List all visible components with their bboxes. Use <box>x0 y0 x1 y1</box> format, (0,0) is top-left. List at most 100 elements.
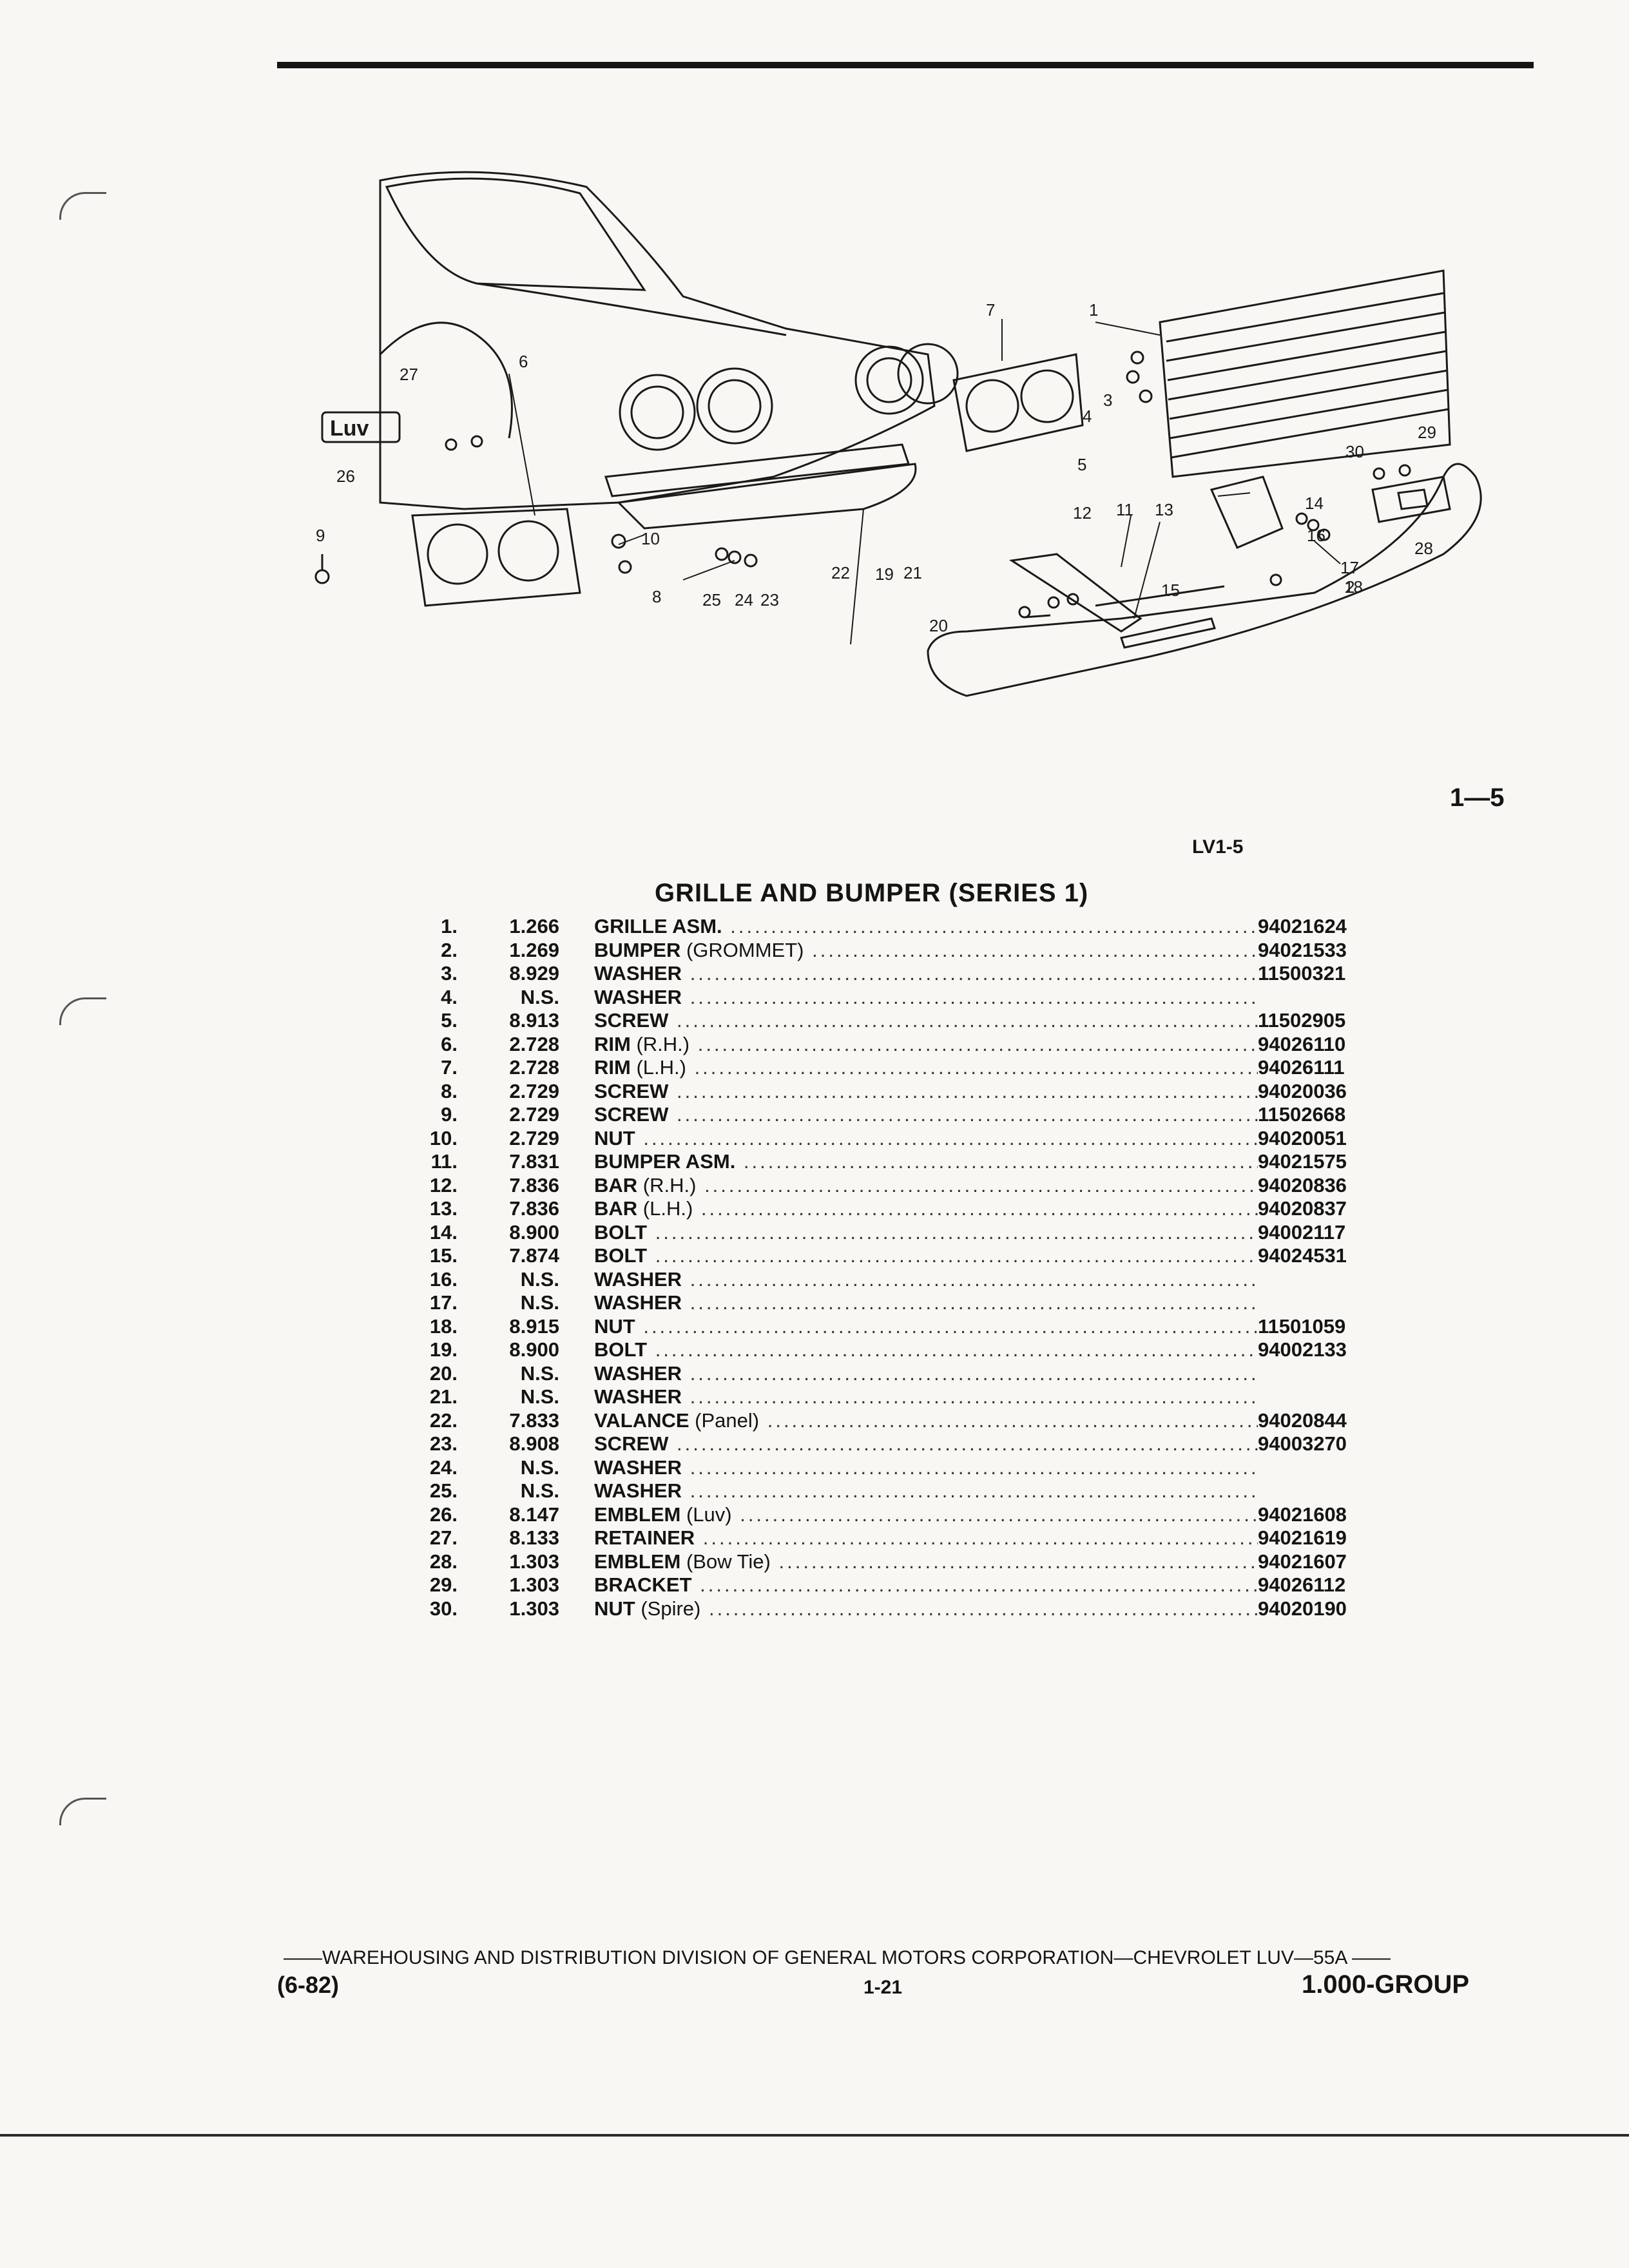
group-number: 7.836 <box>509 1173 559 1196</box>
item-number: 20. <box>429 1361 458 1385</box>
part-number: 94021575 <box>1258 1150 1347 1173</box>
callout-8: 8 <box>652 587 661 606</box>
part-name: NUT <box>594 1314 635 1338</box>
part-description: BUMPER ASM. ............................… <box>594 1150 1258 1173</box>
group-number: N.S. <box>520 1361 559 1385</box>
leader-dots: ........................................… <box>655 1244 1258 1267</box>
parts-row: 20.N.S.WASHER ..........................… <box>406 1362 1385 1386</box>
leader-dots: ........................................… <box>677 1432 1258 1455</box>
part-description: BOLT ...................................… <box>594 1338 1258 1361</box>
part-qualifier: (L.H.) <box>642 1197 693 1220</box>
part-description: SCREW ..................................… <box>594 1432 1258 1456</box>
part-name: GRILLE ASM. <box>594 915 722 937</box>
part-description: RETAINER ...............................… <box>594 1526 1258 1550</box>
part-name: BRACKET <box>594 1573 692 1596</box>
item-number: 27. <box>429 1526 458 1549</box>
part-description: NUT ....................................… <box>594 1127 1258 1150</box>
part-description: SCREW ..................................… <box>594 1080 1258 1103</box>
part-name: BAR <box>594 1197 638 1220</box>
part-description: NUT (Spire) ............................… <box>594 1597 1258 1620</box>
callout-labels: 1 2 3 4 5 6 7 8 9 10 11 12 13 14 15 16 1… <box>316 300 1436 635</box>
part-description: WASHER .................................… <box>594 986 1258 1009</box>
leader-dots: ........................................… <box>677 1103 1258 1126</box>
part-name: RETAINER <box>594 1526 695 1549</box>
callout-9: 9 <box>316 526 325 545</box>
valance-panel <box>616 463 917 530</box>
part-name: WASHER <box>594 1291 682 1314</box>
callout-28: 28 <box>1414 539 1433 558</box>
item-number: 29. <box>429 1573 458 1596</box>
footer-division-line: ——WAREHOUSING AND DISTRIBUTION DIVISION … <box>284 1947 1391 1968</box>
item-number: 15. <box>429 1244 458 1267</box>
item-number: 9. <box>441 1103 458 1126</box>
part-description: SCREW ..................................… <box>594 1103 1258 1126</box>
part-name: NUT <box>594 1597 635 1620</box>
part-description: RIM (L.H.) .............................… <box>594 1056 1258 1079</box>
group-number: 8.908 <box>509 1432 559 1455</box>
leader-dots: ........................................… <box>740 1503 1258 1526</box>
part-qualifier: (Spire) <box>641 1597 701 1620</box>
part-description: WASHER .................................… <box>594 1268 1258 1291</box>
item-number: 14. <box>429 1220 458 1244</box>
page-code: 1—5 <box>1450 783 1505 812</box>
part-description: BOLT ...................................… <box>594 1221 1258 1244</box>
emblem-luv-text: Luv <box>330 416 369 441</box>
part-name: SCREW <box>594 1432 669 1455</box>
part-qualifier: (R.H.) <box>636 1032 690 1055</box>
group-number: N.S. <box>520 1385 559 1408</box>
group-number: 8.147 <box>509 1503 559 1526</box>
callout-7: 7 <box>986 300 995 320</box>
headlamp-rim-lh <box>952 353 1084 452</box>
item-number: 30. <box>429 1597 458 1620</box>
callout-24: 24 <box>735 590 753 610</box>
part-description: EMBLEM (Bow Tie) .......................… <box>594 1550 1258 1573</box>
group-number: 1.266 <box>509 915 559 937</box>
part-description: WASHER .................................… <box>594 1479 1258 1503</box>
part-description: RIM (R.H.) .............................… <box>594 1033 1258 1056</box>
item-number: 25. <box>429 1479 458 1502</box>
part-name: SCREW <box>594 1103 669 1126</box>
part-description: WASHER .................................… <box>594 1456 1258 1479</box>
part-name: SCREW <box>594 1079 669 1102</box>
part-number: 94020190 <box>1258 1597 1347 1620</box>
leader-dots: ........................................… <box>689 1479 1258 1502</box>
callout-23: 23 <box>760 590 779 610</box>
item-number: 17. <box>429 1291 458 1314</box>
group-number: 2.728 <box>509 1056 559 1079</box>
item-number: 19. <box>429 1338 458 1361</box>
footer-date: (6-82) <box>277 1972 340 1998</box>
callout-leaders <box>508 319 1341 645</box>
callout-29: 29 <box>1418 423 1436 442</box>
part-description: NUT ....................................… <box>594 1315 1258 1338</box>
item-number: 23. <box>429 1432 458 1455</box>
item-number: 12. <box>429 1173 458 1196</box>
part-number: 11502668 <box>1258 1103 1346 1126</box>
callout-16: 16 <box>1307 526 1325 545</box>
item-number: 1. <box>441 915 458 937</box>
parts-row: 17.N.S.WASHER ..........................… <box>406 1291 1385 1315</box>
part-name: BOLT <box>594 1220 648 1244</box>
item-number: 10. <box>429 1126 458 1149</box>
margin-binding-mark <box>59 997 106 1025</box>
leader-dots: ........................................… <box>655 1338 1258 1361</box>
part-number: 11501059 <box>1258 1314 1346 1338</box>
group-number: 7.831 <box>509 1150 559 1173</box>
part-name: BOLT <box>594 1244 648 1267</box>
callout-12: 12 <box>1073 503 1092 523</box>
group-number: 8.915 <box>509 1314 559 1338</box>
callout-15: 15 <box>1161 581 1180 600</box>
callout-10: 10 <box>641 529 660 548</box>
group-number: 8.913 <box>509 1009 559 1032</box>
part-number: 94003270 <box>1258 1432 1347 1455</box>
leader-dots: ........................................… <box>702 1526 1258 1549</box>
leader-dots: ........................................… <box>689 1361 1258 1385</box>
part-number: 94020844 <box>1258 1408 1347 1432</box>
callout-4: 4 <box>1083 407 1092 426</box>
group-number: 2.729 <box>509 1079 559 1102</box>
